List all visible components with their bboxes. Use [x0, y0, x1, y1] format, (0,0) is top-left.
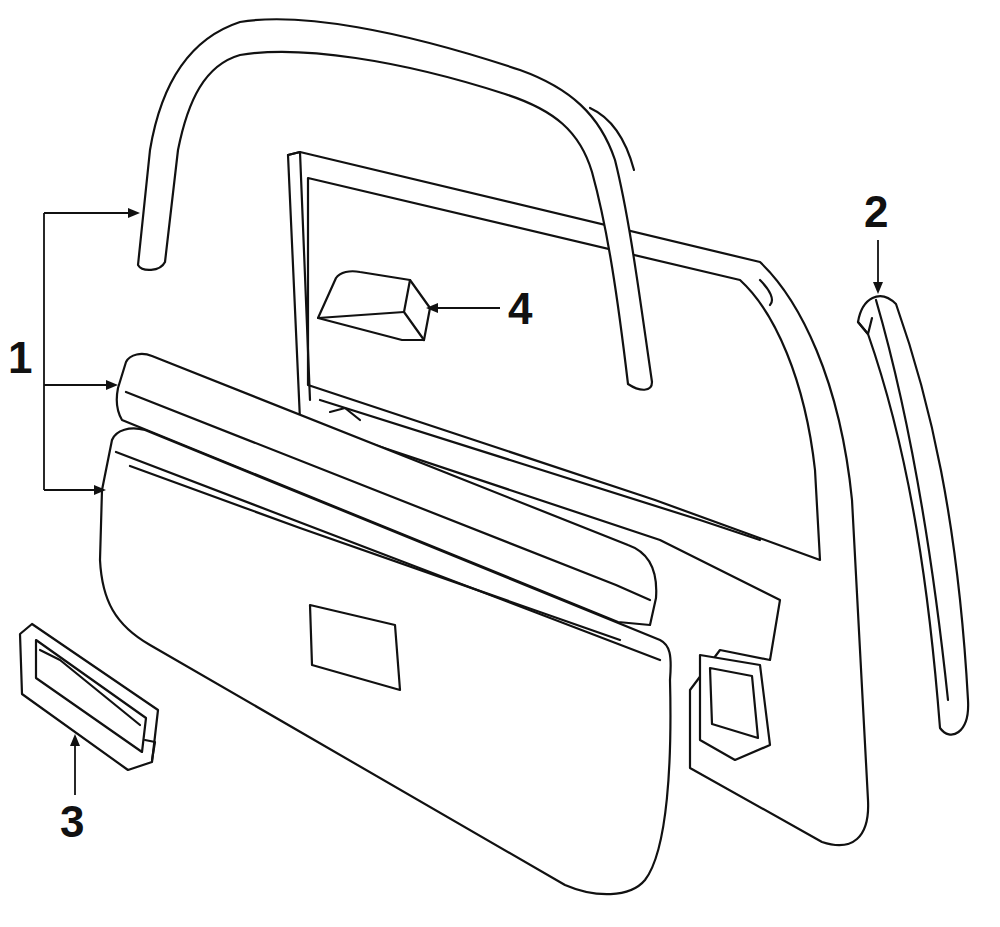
pull-handle — [318, 271, 430, 340]
callout-number: 4 — [508, 287, 532, 331]
callout-number: 2 — [864, 190, 888, 234]
arrowheads — [70, 208, 883, 746]
callout-number: 3 — [60, 800, 84, 844]
bezel — [20, 624, 158, 770]
upper-garnish — [138, 19, 652, 389]
leader-lines — [44, 213, 878, 795]
callout-number: 1 — [8, 336, 32, 380]
lower-trim-panel — [100, 428, 671, 894]
garnish-strip — [858, 296, 968, 734]
